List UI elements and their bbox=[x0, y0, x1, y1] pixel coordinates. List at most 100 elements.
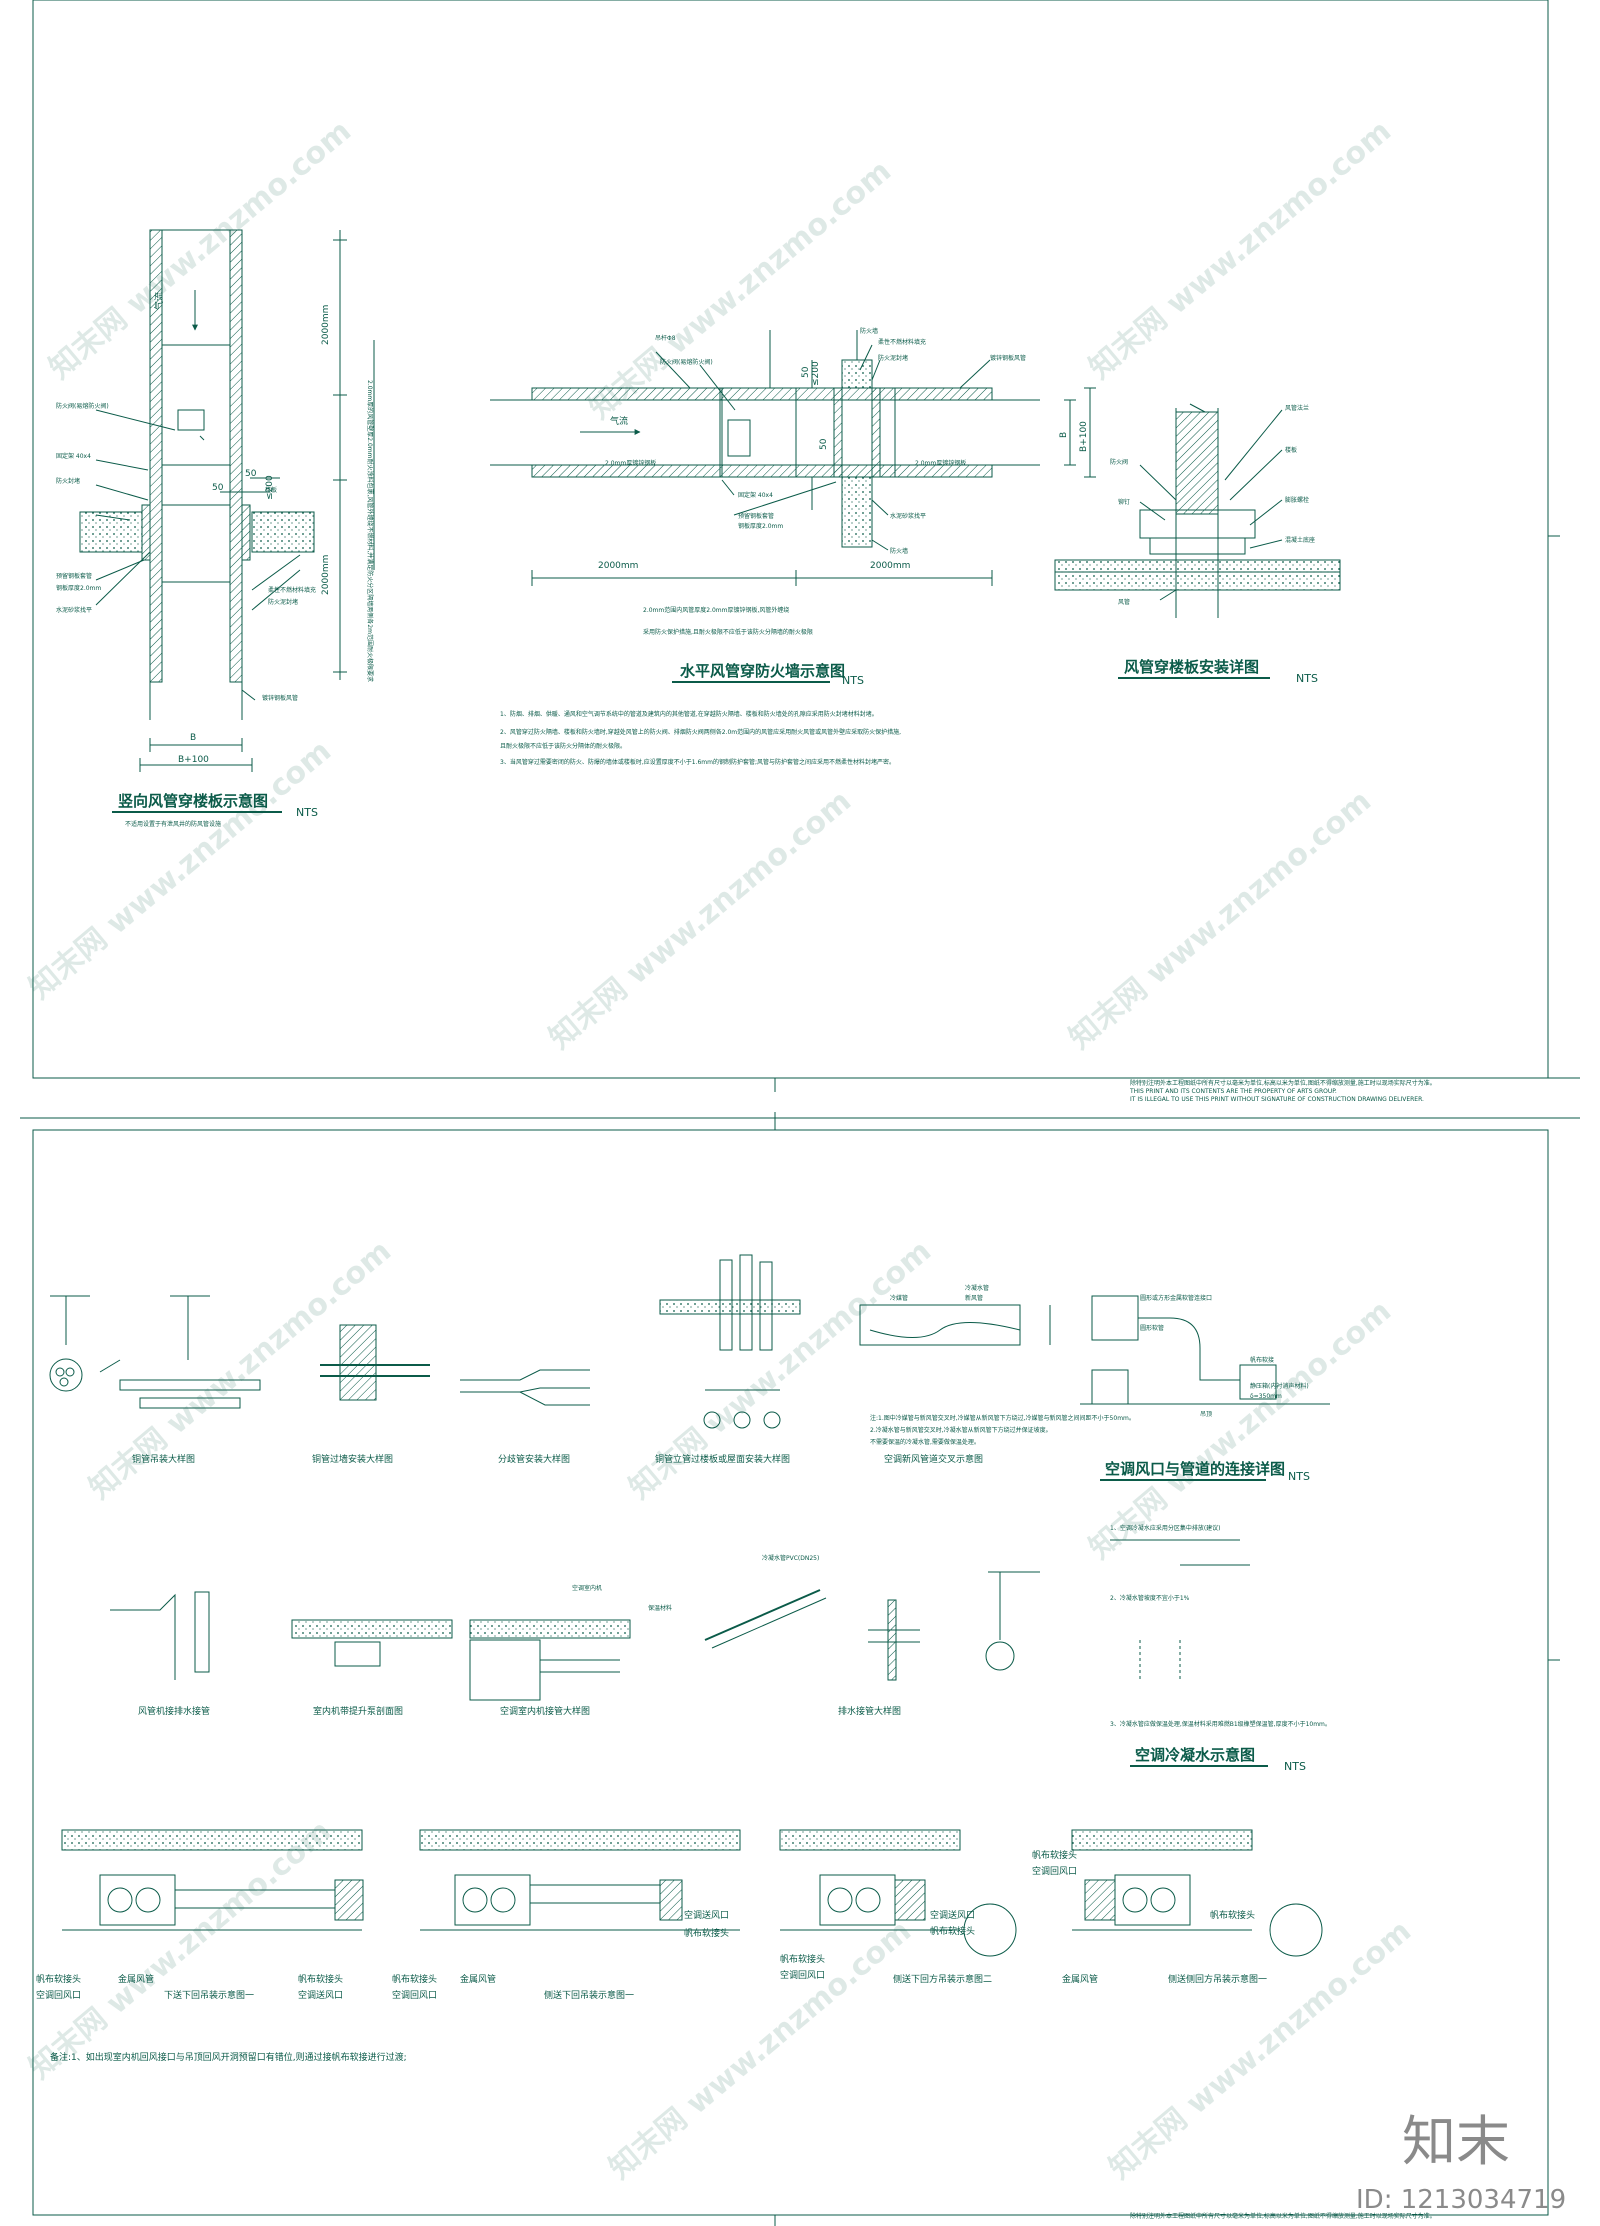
caption-side-down-1: 侧送下回吊装示意图一 bbox=[544, 1989, 634, 2001]
r3-callout-a1: 帆布软接头 bbox=[36, 1973, 81, 1985]
sheet2-frame bbox=[20, 1112, 1580, 2226]
slab-label-fire-damper: 防火阀 bbox=[1110, 458, 1128, 466]
row3-details bbox=[61, 1829, 1323, 1957]
label-fire-mud: 防火泥封堵 bbox=[268, 598, 298, 606]
r3-callout-a5: 空调送风口 bbox=[298, 1989, 343, 2001]
h-dim-le-200: ≤200 bbox=[811, 361, 821, 386]
label-plate-thickness: 钢板厚度2.0mm bbox=[56, 584, 101, 592]
h-note-1: 2.0mm范围内风管厚度2.0mm厚镀锌钢板,风管外缠绕 bbox=[643, 606, 789, 614]
h-airflow-label: 气流 bbox=[610, 415, 628, 427]
sheet1-frame bbox=[32, 0, 1580, 1092]
watermark: 知末网 www.znzmo.com bbox=[23, 734, 338, 1007]
fresh-air-note-3: 不需要保温的冷凝水管,需要做保温处理。 bbox=[870, 1438, 980, 1446]
r3-callout-d2: 空调回风口 bbox=[1032, 1865, 1077, 1877]
watermark: 知末网 www.znzmo.com bbox=[23, 1814, 338, 2087]
watermark: 知末网 www.znzmo.com bbox=[1063, 784, 1378, 1057]
r3-callout-b3: 金属风管 bbox=[460, 1973, 496, 1985]
slab-label-rivet: 铆钉 bbox=[1118, 498, 1130, 506]
label-mortar: 水泥砂浆找平 bbox=[56, 606, 92, 614]
slab-label-duct: 风管 bbox=[1118, 598, 1130, 606]
condensate-nts: NTS bbox=[1284, 1760, 1306, 1773]
row2-details bbox=[110, 1539, 1250, 1701]
caption-lift-pump: 室内机带提升泵剖面图 bbox=[313, 1705, 403, 1717]
vertical-duct-drawing bbox=[79, 229, 375, 772]
caption-fresh-air-cross: 空调新风管道交叉示意图 bbox=[884, 1453, 983, 1465]
general-note-2: 2、风管穿过防火隔墙、楼板和防火墙时,穿越处风管上的防火阀、排烟防火阀两侧各2.… bbox=[500, 728, 901, 736]
horizontal-duct-drawing bbox=[490, 330, 1096, 586]
caption-side-down-2: 侧送下回方吊装示意图二 bbox=[893, 1973, 992, 1985]
fresh-air-label-1: 冷媒管 bbox=[890, 1294, 908, 1302]
slab-title: 风管穿楼板安装详图 bbox=[1124, 658, 1259, 676]
dim-2000-upper: 2000mm bbox=[321, 305, 331, 345]
airflow-label: 气流 bbox=[153, 292, 165, 310]
drain-label-1: 冷凝水管PVC(DN25) bbox=[762, 1554, 819, 1562]
copper-wall-detail bbox=[320, 1324, 430, 1401]
fresh-air-cross-detail bbox=[859, 1304, 1051, 1346]
copper-hanger-detail bbox=[49, 1295, 261, 1409]
outlet-label-3: 帆布软接 bbox=[1250, 1356, 1274, 1364]
branch-pipe-detail bbox=[460, 1369, 590, 1406]
slab-install-drawing bbox=[1054, 403, 1341, 618]
h-dim-50-top: 50 bbox=[801, 366, 811, 378]
label-galv-duct: 镀锌钢板风管 bbox=[262, 694, 298, 702]
fresh-air-note-1: 注:1.图中冷媒管与新风管交叉时,冷媒管从新风管下方绕过,冷媒管与新风管之间间距… bbox=[870, 1414, 1135, 1422]
h-label-fire-damper: 防火阀(易熔防火阀) bbox=[660, 358, 713, 366]
r3-callout-c1: 帆布软接头 bbox=[780, 1953, 825, 1965]
caption-riser: 铜管立管过楼板或屋面安装大样图 bbox=[655, 1453, 790, 1465]
general-note-2b: 且耐火极限不应低于该防火分隔体的耐火极限。 bbox=[500, 742, 626, 750]
vertical-note: 不适用设置于有泄风井的防风管设施 bbox=[125, 820, 221, 828]
r3-callout-d1: 帆布软接头 bbox=[1032, 1849, 1077, 1861]
horizontal-title: 水平风管穿防火墙示意图 bbox=[680, 662, 845, 680]
caption-down-down-1: 下送下回吊装示意图一 bbox=[164, 1989, 254, 2001]
caption-copper-wall: 铜管过墙安装大样图 bbox=[312, 1453, 393, 1465]
sheet2-footer-1: 除特别注明外本工程图纸中所有尺寸以毫米为单位,标高以米为单位,图纸不得缩放测量,… bbox=[1130, 2212, 1436, 2220]
r3-callout-b1: 帆布软接头 bbox=[392, 1973, 437, 1985]
condensate-note-1: 1、空调冷凝水应采用分区集中排放(建议) bbox=[1110, 1524, 1221, 1532]
sheet1-footer-3: IT IS ILLEGAL TO USE THIS PRINT WITHOUT … bbox=[1130, 1096, 1424, 1103]
h-label-galv-left: 2.0mm厚镀锌钢板 bbox=[605, 459, 656, 467]
watermark: 知末网 www.znzmo.com bbox=[1083, 114, 1398, 387]
label-sleeve: 预留钢板套管 bbox=[56, 572, 92, 580]
h-label-flex-fill: 柔性不燃材料填充 bbox=[878, 338, 926, 346]
outlet-label-5: δ=350mm bbox=[1250, 1393, 1282, 1400]
general-note-3: 3、当风管穿过需要密闭的防火、防爆的墙体或楼板时,应设置厚度不小于1.6mm的钢… bbox=[500, 758, 895, 766]
sheet2-remark: 备注:1、如出现室内机回风接口与吊顶回风开洞预留口有错位,则通过接帆布软接进行过… bbox=[50, 2051, 407, 2063]
h-dim-b: B bbox=[1059, 432, 1069, 438]
label-flex-fill: 柔性不燃材料填充 bbox=[268, 586, 316, 594]
h-label-fixing-frame: 固定架 40x4 bbox=[738, 491, 773, 499]
sheet1-footer-2: THIS PRINT AND ITS CONTENTS ARE THE PROP… bbox=[1129, 1088, 1337, 1095]
slab-label-flange: 风管法兰 bbox=[1285, 404, 1309, 412]
caption-drain-pipe: 排水接管大样图 bbox=[838, 1705, 901, 1717]
brand-logo: 知末 bbox=[1402, 2110, 1510, 2173]
caption-condensate: 空调冷凝水示意图 bbox=[1135, 1746, 1255, 1764]
watermark: 知末网 www.znzmo.com bbox=[1103, 1914, 1418, 2187]
horizontal-nts: NTS bbox=[842, 674, 864, 687]
outlet-label-4: 静压箱(内衬消声材料) bbox=[1250, 1382, 1309, 1390]
general-note-1: 1、防烟、排烟、供暖、通风和空气调节系统中的管道及建筑内的其他管道,在穿越防火隔… bbox=[500, 710, 878, 718]
dim-b: B bbox=[190, 733, 196, 743]
dim-2000-lower: 2000mm bbox=[321, 555, 331, 595]
caption-indoor-unit-connection: 空调室内机接管大样图 bbox=[500, 1705, 590, 1717]
slab-label-bolt: 膨胀螺栓 bbox=[1285, 496, 1309, 504]
h-dim-50-mid: 50 bbox=[819, 438, 829, 450]
outlet-label-6: 吊顶 bbox=[1200, 1411, 1212, 1418]
r3-callout-c2: 空调回风口 bbox=[780, 1969, 825, 1981]
h-label-fire-wall-2: 防火墙 bbox=[890, 547, 908, 555]
air-outlet-detail bbox=[1080, 1295, 1330, 1405]
label-fire-damper: 防火阀(易熔防火阀) bbox=[56, 402, 109, 410]
caption-side-side-1: 侧送侧回方吊装示意图一 bbox=[1168, 1973, 1267, 1985]
label-fire-seal: 防火封堵 bbox=[56, 477, 80, 485]
dim-50-b: 50 bbox=[245, 469, 257, 479]
caption-air-outlet: 空调风口与管道的连接详图 bbox=[1105, 1460, 1285, 1478]
dim-le-200: ≤200 bbox=[265, 475, 275, 500]
r3-callout-a3: 金属风管 bbox=[118, 1973, 154, 1985]
brand-id: ID: 1213034719 bbox=[1356, 2185, 1566, 2215]
h-dim-2000-right: 2000mm bbox=[870, 561, 910, 571]
dim-50-a: 50 bbox=[212, 483, 224, 493]
slab-label-slab: 楼板 bbox=[1285, 446, 1297, 454]
r3-callout-b2: 空调回风口 bbox=[392, 1989, 437, 2001]
indoor-label-1: 空调室内机 bbox=[572, 1584, 602, 1592]
air-outlet-nts: NTS bbox=[1288, 1470, 1310, 1483]
h-dim-b-plus-100: B+100 bbox=[1079, 421, 1089, 452]
